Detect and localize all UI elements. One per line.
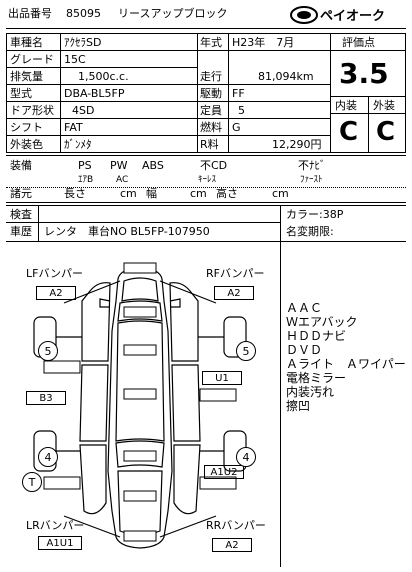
lot-label: 出品番号 [8, 7, 52, 20]
payauc-logo: ペイオーク [290, 5, 402, 25]
equip-first: ﾌｧｰｽﾄ [300, 175, 323, 185]
width-label: 幅 [146, 187, 157, 200]
dimensions-label: 諸元 [10, 187, 32, 200]
height-label: 高さ [216, 187, 238, 200]
lf-bumper-label: LFバンパー [26, 267, 84, 280]
length-label: 長さ [64, 187, 86, 200]
model-label: 型式 [10, 87, 32, 100]
rf-bumper-label: RFバンパー [206, 267, 265, 280]
drive-value: FF [232, 87, 245, 100]
displacement-value: 1,500c.c. [78, 70, 129, 83]
name-change-deadline: 名変期限: [286, 225, 334, 238]
equip-abs: ABS [142, 159, 164, 172]
car-name-value: ｱｸｾﾗSD [64, 36, 102, 49]
logo-icon: ペイオーク [290, 6, 385, 24]
lf-bumper-damage: A2 [36, 286, 76, 300]
displacement-label: 排気量 [10, 70, 43, 83]
spare-tire: T [22, 472, 42, 492]
equipment-label: 装備 [10, 159, 32, 172]
equip-airbag: ｴｱB [78, 175, 94, 185]
tire-rf-tread: 5 [236, 341, 256, 361]
drive-label: 駆動 [200, 87, 222, 100]
note-dent: 擦凹 [286, 399, 311, 413]
tax-value: 12,290円 [272, 138, 322, 151]
door-value: 4SD [72, 104, 95, 117]
car-diagram [33, 262, 247, 549]
mileage-value: 81,094km [258, 70, 314, 83]
history-value: レンタ 車台NO BL5FP-107950 [44, 225, 210, 238]
equip-pw: PW [110, 159, 128, 172]
note-hdd-navi: ＨＤＤナビ [286, 329, 347, 343]
door-label: ドア形状 [10, 104, 54, 117]
capacity-value: 5 [238, 104, 245, 117]
shift-label: シフト [10, 121, 43, 134]
rr-bumper-damage: A2 [212, 538, 252, 552]
fuel-label: 燃料 [200, 121, 222, 134]
lr-bumper-label: LRバンパー [26, 519, 85, 532]
interior-label: 内装 [335, 99, 357, 112]
logo-text: ペイオーク [320, 9, 385, 24]
tax-label: R料 [200, 138, 219, 151]
lr-bumper-damage: A1U1 [38, 536, 82, 550]
exterior-grade: C [376, 117, 396, 147]
tire-rr-tread: 4 [236, 447, 256, 467]
inspection-label: 検査 [10, 208, 32, 221]
equip-keyless: ｷｰﾚｽ [198, 175, 217, 185]
grade-label: グレード [10, 53, 54, 66]
year-value: H23年 7月 [232, 36, 295, 49]
fuel-value: G [232, 121, 241, 134]
rr-bumper-label: RRバンパー [206, 519, 266, 532]
exterior-label: 外装 [373, 99, 395, 112]
note-power-mirror: 電格ミラー [286, 371, 347, 385]
left-door-damage: B3 [26, 391, 66, 405]
spec-table [6, 33, 406, 153]
history-label: 車歴 [10, 225, 32, 238]
shift-value: FAT [64, 121, 83, 134]
rf-bumper-damage: A2 [214, 286, 254, 300]
color-value: ｶﾞﾝﾒﾀ [64, 138, 92, 151]
score-label: 評価点 [342, 36, 375, 49]
company-name: リースアップブロック [118, 7, 228, 20]
right-door-damage: U1 [202, 371, 242, 385]
note-w-airbag: Ｗエアバック [286, 315, 358, 329]
right-rear-damage: A1U2 [204, 465, 244, 479]
note-dvd: ＤＶＤ [286, 343, 323, 357]
height-unit: cm [272, 187, 289, 200]
note-aac: ＡＡＣ [286, 301, 323, 315]
note-interior-dirt: 内装汚れ [286, 385, 335, 399]
equip-navi: 不ﾅﾋﾞ [298, 159, 326, 172]
color-code: カラー:38P [286, 208, 344, 221]
equip-ps: PS [78, 159, 92, 172]
note-auto-light-wiper: Ａライト Ａワイパー [286, 357, 406, 371]
equip-cd: 不CD [200, 159, 228, 172]
model-value: DBA-BL5FP [64, 87, 125, 100]
color-label: 外装色 [10, 138, 43, 151]
grade-value: 15C [64, 53, 86, 66]
width-unit: cm [190, 187, 207, 200]
equip-ac: AC [116, 175, 129, 185]
tire-lf-tread: 5 [38, 341, 58, 361]
car-name-label: 車種名 [10, 36, 43, 49]
mileage-label: 走行 [200, 70, 222, 83]
capacity-label: 定員 [200, 104, 222, 117]
lot-number: 85095 [66, 7, 101, 20]
score-value: 3.5 [339, 57, 389, 90]
length-unit: cm [120, 187, 137, 200]
interior-grade: C [339, 117, 359, 147]
tire-lr-tread: 4 [38, 447, 58, 467]
year-label: 年式 [200, 36, 222, 49]
